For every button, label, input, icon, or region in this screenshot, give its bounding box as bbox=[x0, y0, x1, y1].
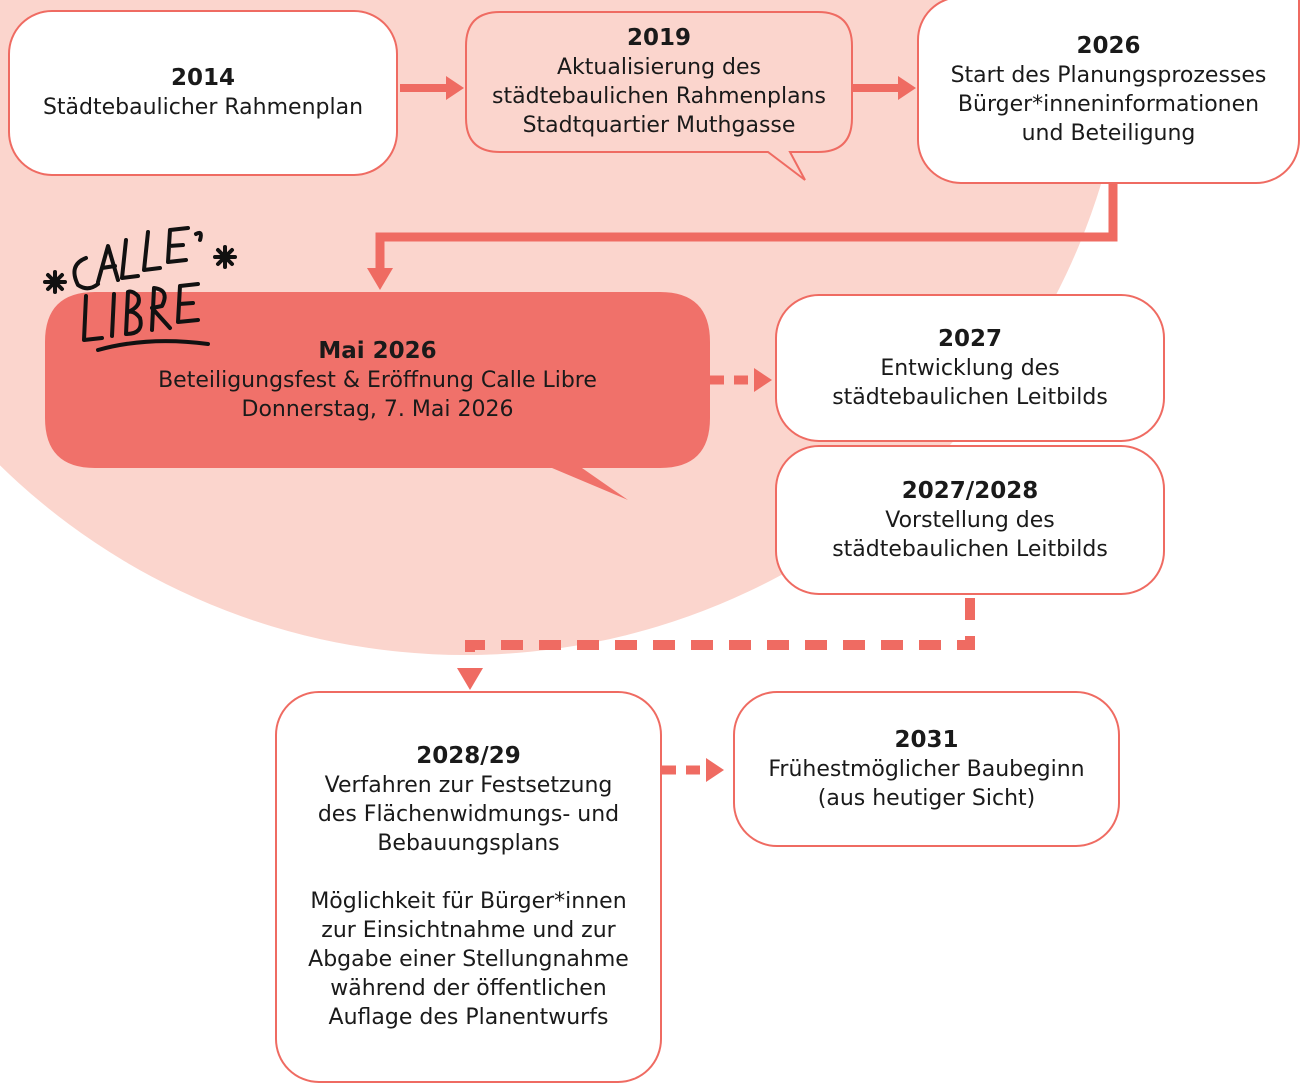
arrow-2019-to-2026 bbox=[852, 76, 916, 100]
step-2028-29-note-line-2: zur Einsichtnahme und zur bbox=[321, 918, 616, 943]
step-2026-line-1: Start des Planungsprozesses bbox=[950, 63, 1267, 88]
step-2028-29-line-1: Verfahren zur Festsetzung bbox=[324, 773, 613, 798]
step-2019-line-1: Aktualisierung des bbox=[556, 55, 762, 80]
step-2027-year: 2027 bbox=[937, 325, 1002, 352]
bubble-2019-shape bbox=[465, 11, 853, 181]
arrow-2014-to-2019 bbox=[400, 76, 464, 100]
step-2026-line-2: Bürger*inneninformationen bbox=[957, 92, 1260, 117]
calle-libre-logo bbox=[43, 226, 237, 352]
step-2028-29-line-3: Bebauungsplans bbox=[377, 831, 560, 856]
bubble-mai-2026-shape bbox=[45, 292, 710, 500]
step-2028-29-note-line-4: während der öffentlichen bbox=[330, 976, 607, 1001]
step-2031-line-2: (aus heutiger Sicht) bbox=[817, 785, 1036, 811]
step-2026-year: 2026 bbox=[1076, 33, 1141, 59]
step-2027-box: 2027 Entwicklung des städtebaulichen Lei… bbox=[775, 294, 1165, 442]
step-2031-line-1: Frühestmöglicher Baubeginn bbox=[768, 756, 1085, 782]
step-2027-line-1: Entwicklung des bbox=[880, 355, 1060, 381]
step-2028-29-line-2: des Flächenwidmungs- und bbox=[317, 802, 620, 827]
step-2014-line-1: Städtebaulicher Rahmenplan bbox=[42, 95, 364, 120]
step-2031-box: 2031 Frühestmöglicher Baubeginn (aus heu… bbox=[733, 691, 1120, 847]
step-2014-year: 2014 bbox=[170, 65, 235, 91]
step-2014-box: 2014 Städtebaulicher Rahmenplan bbox=[8, 10, 398, 176]
step-2019-year: 2019 bbox=[626, 25, 691, 51]
step-2028-29-box: 2028/29 Verfahren zur Festsetzung des Fl… bbox=[275, 691, 662, 1083]
arrow-2027-2028-to-2028-29 bbox=[457, 598, 975, 690]
arrow-2028-29-to-2031 bbox=[662, 758, 724, 782]
step-2027-2028-line-1: Vorstellung des bbox=[885, 507, 1055, 533]
step-2028-29-note-line-5: Auflage des Planentwurfs bbox=[328, 1005, 609, 1030]
step-2019-line-3: Stadtquartier Muthgasse bbox=[522, 113, 796, 138]
step-2027-2028-box: 2027/2028 Vorstellung des städtebauliche… bbox=[775, 445, 1165, 595]
step-2027-2028-line-2: städtebaulichen Leitbilds bbox=[832, 536, 1108, 562]
step-2028-29-year: 2028/29 bbox=[416, 743, 521, 769]
step-mai-2026-year: Mai 2026 bbox=[318, 337, 437, 364]
arrow-mai-2026-to-2027 bbox=[710, 368, 772, 392]
step-2026-box: 2026 Start des Planungsprozesses Bürger*… bbox=[917, 0, 1300, 184]
step-2028-29-note-line-3: Abgabe einer Stellungnahme bbox=[308, 947, 629, 972]
step-2026-line-3: und Beteiligung bbox=[1021, 121, 1196, 146]
step-2031-year: 2031 bbox=[894, 726, 959, 753]
arrow-2026-to-mai-2026 bbox=[367, 184, 1118, 290]
step-mai-2026-line-2: Donnerstag, 7. Mai 2026 bbox=[241, 396, 514, 422]
step-2019-line-2: städtebaulichen Rahmenplans bbox=[492, 84, 826, 109]
step-2019-box: 2019 Aktualisierung des städtebaulichen … bbox=[466, 12, 852, 152]
step-2027-line-2: städtebaulichen Leitbilds bbox=[832, 384, 1108, 410]
step-mai-2026-box: Mai 2026 Beteiligungsfest & Eröffnung Ca… bbox=[45, 322, 710, 438]
step-2027-2028-year: 2027/2028 bbox=[901, 477, 1039, 504]
step-mai-2026-line-1: Beteiligungsfest & Eröffnung Calle Libre bbox=[158, 367, 597, 393]
step-2028-29-note-line-1: Möglichkeit für Bürger*innen bbox=[310, 889, 627, 914]
